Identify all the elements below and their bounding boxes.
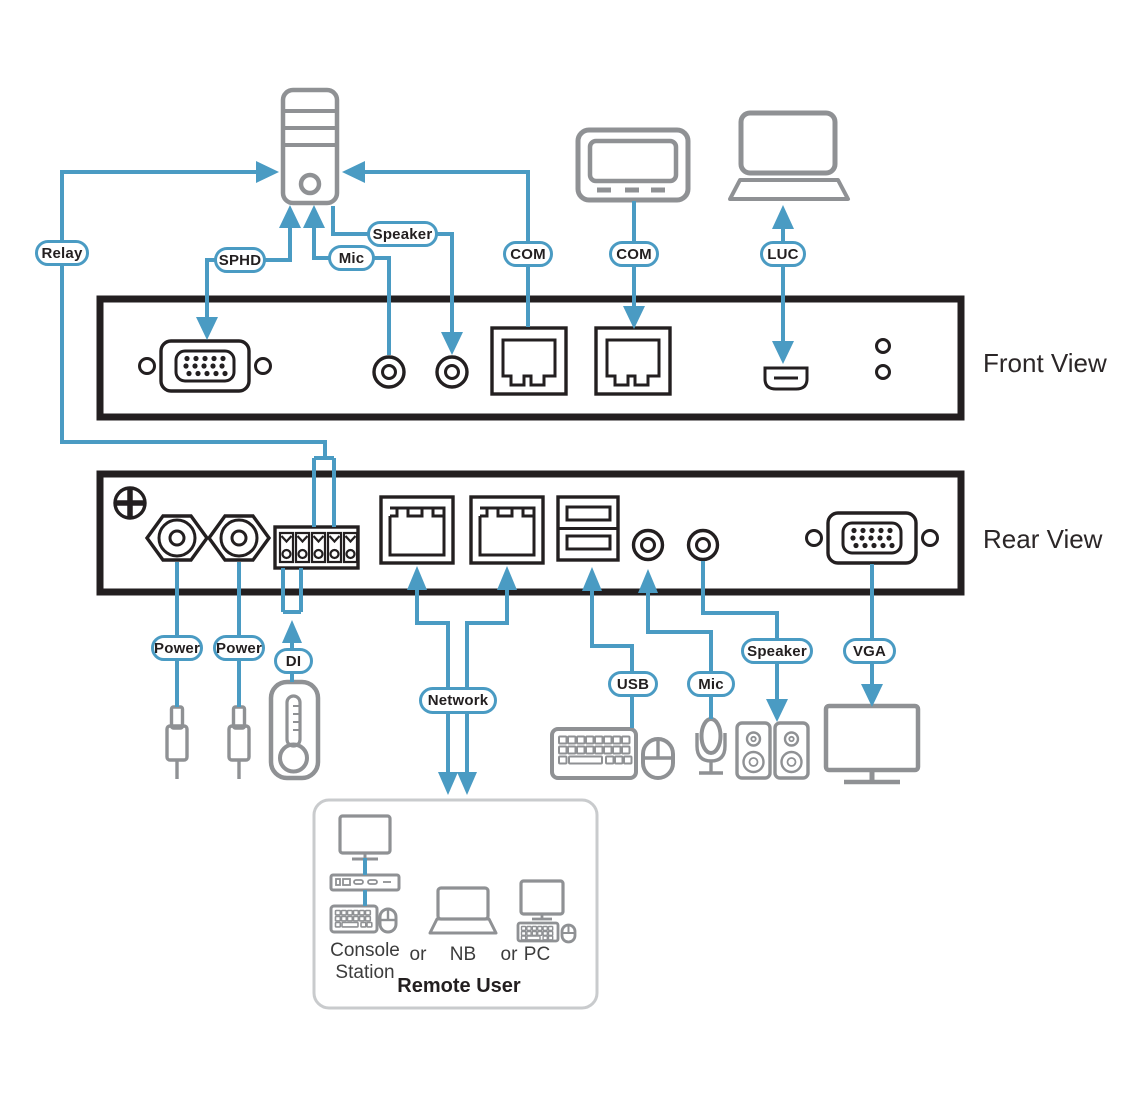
label-com-2: COM (609, 241, 659, 267)
label-mic-front: Mic (328, 245, 375, 271)
led-icon (875, 338, 891, 380)
power-plug-icon (227, 705, 251, 781)
label-speaker-front: Speaker (367, 221, 438, 247)
pc-icon (516, 879, 577, 944)
notebook-icon (428, 886, 498, 935)
nb-label: NB (449, 944, 477, 965)
rear-panel (96, 470, 965, 596)
console-station-label: Console Station (330, 940, 400, 983)
remote-user-title: Remote User (397, 975, 521, 997)
speakers-icon (735, 721, 810, 780)
label-relay: Relay (35, 240, 89, 266)
front-panel (96, 295, 965, 421)
terminal-block-icon (273, 525, 360, 570)
speaker-jack-icon (686, 528, 720, 562)
pc-label: PC (523, 944, 551, 965)
label-vga: VGA (843, 638, 896, 664)
label-sphd: SPHD (214, 247, 266, 273)
usb-ports-icon (556, 495, 620, 562)
mic-jack-icon (631, 528, 665, 562)
label-speaker-rear: Speaker (741, 638, 813, 664)
server-tower-icon (280, 87, 340, 206)
label-power-1: Power (151, 635, 203, 661)
laptop-icon (728, 110, 850, 201)
microphone-icon (695, 717, 727, 775)
vga-connector-icon (138, 339, 272, 393)
vga-connector-icon (805, 511, 939, 565)
remote-user-box (312, 798, 599, 1010)
label-luc: LUC (760, 241, 806, 267)
screw-icon (113, 486, 147, 520)
speaker-jack-icon (435, 355, 469, 389)
label-com-1: COM (503, 241, 553, 267)
connection-lines (60, 161, 883, 906)
or-label-1: or (409, 944, 427, 965)
or-label-2: or (500, 944, 518, 965)
monitor-icon (823, 703, 921, 785)
keyboard-icon (550, 727, 638, 780)
mic-jack-icon (372, 355, 406, 389)
front-view-title: Front View (983, 348, 1107, 378)
vga-pins (850, 527, 895, 549)
mouse-icon (641, 737, 675, 780)
power-plug-icon (165, 705, 189, 781)
label-network: Network (419, 687, 497, 714)
label-power-2: Power (213, 635, 265, 661)
label-mic-rear: Mic (687, 671, 735, 697)
thermometer-icon (268, 679, 321, 781)
label-usb: USB (608, 671, 658, 697)
rear-view-title: Rear View (983, 524, 1103, 554)
vga-pins (183, 355, 228, 377)
serial-panel-icon (575, 127, 691, 203)
label-di: DI (274, 648, 313, 674)
hdmi-port-icon (763, 366, 809, 391)
